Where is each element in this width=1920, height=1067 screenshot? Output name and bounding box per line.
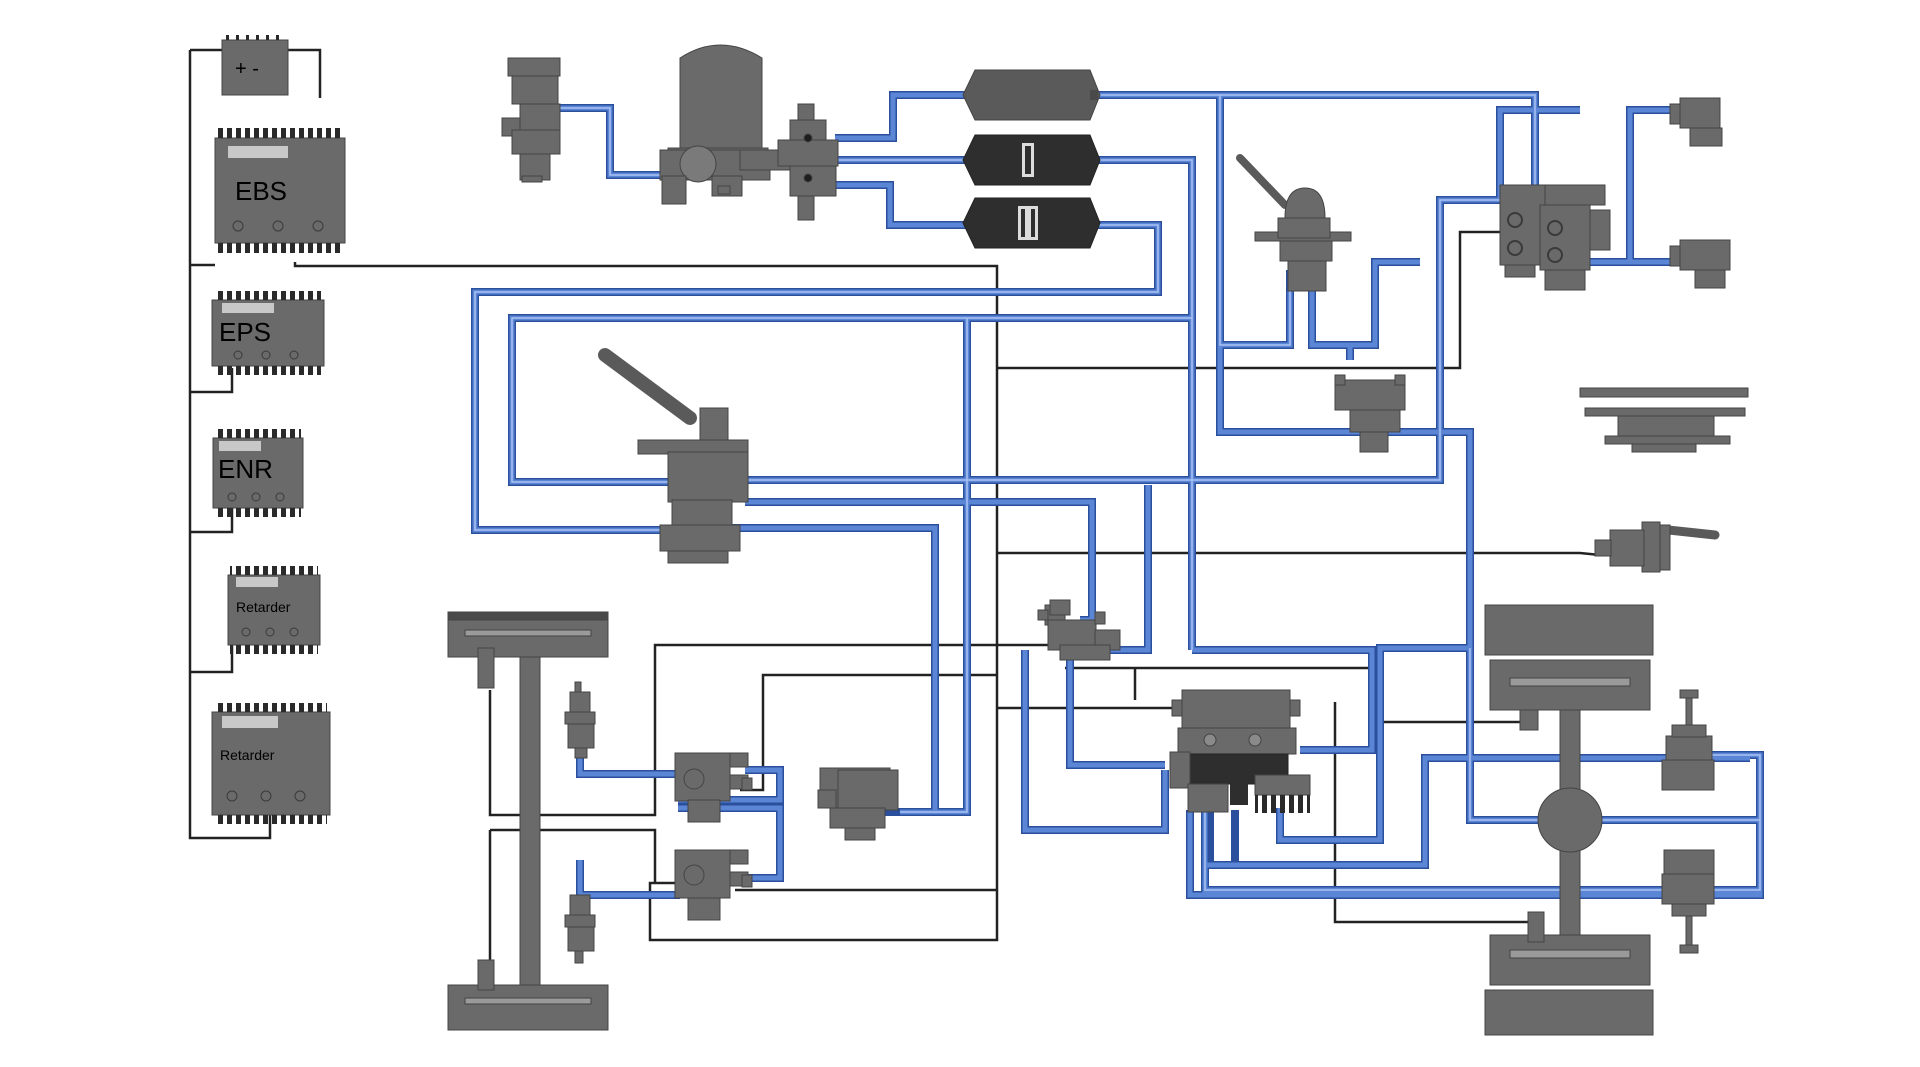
ecu-enr[interactable]: ENR: [212, 429, 304, 517]
ecu-retarder-2[interactable]: Retarder: [211, 703, 331, 824]
battery-label: + -: [235, 58, 259, 80]
trailer-control-module-icon[interactable]: [1499, 184, 1611, 291]
ecu-eps-label: EPS: [219, 317, 271, 347]
pressure-control-valve-front-icon[interactable]: [1037, 599, 1121, 661]
trailer-coupling-head-supply-icon[interactable]: [1669, 239, 1731, 289]
hand-brake-valve-icon[interactable]: [1236, 154, 1352, 292]
ecu-retarder-2-label: Retarder: [220, 747, 275, 763]
ecu-retarder-1-label: Retarder: [236, 599, 291, 615]
air-tank-circuit-1-icon[interactable]: [962, 134, 1101, 186]
rear-brake-chamber-upper-icon[interactable]: [1661, 689, 1715, 791]
front-axle-modulator-icon[interactable]: [817, 767, 899, 841]
battery: + -: [221, 35, 289, 96]
ecu-ebs-label: EBS: [235, 176, 287, 206]
trailer-coupling-head-service-icon[interactable]: [1669, 97, 1723, 147]
front-brake-chamber-left-lower-icon[interactable]: [564, 894, 596, 964]
axle-modulator-icon[interactable]: [1169, 751, 1311, 813]
abs-valve-left-lower-icon[interactable]: [674, 849, 753, 921]
ecu-eps[interactable]: EPS: [211, 291, 325, 375]
ecu-ebs[interactable]: EBS: [214, 128, 346, 253]
front-axle-icon: [447, 611, 609, 1031]
trailer-control-module-center-icon[interactable]: [1171, 689, 1301, 755]
air-tank-icon[interactable]: [962, 69, 1101, 121]
foot-brake-valve-icon[interactable]: [598, 348, 749, 564]
relay-valve-icon[interactable]: [1334, 374, 1406, 453]
protection-valve-icon[interactable]: [777, 103, 839, 221]
abs-valve-left-upper-icon[interactable]: [674, 752, 753, 823]
rear-axle-icon: [1484, 604, 1654, 1036]
rear-brake-chamber-lower-icon[interactable]: [1661, 849, 1715, 954]
trailer-hand-control-icon[interactable]: [1594, 521, 1720, 573]
air-dryer-icon[interactable]: [659, 44, 791, 205]
front-brake-chamber-left-upper-icon[interactable]: [564, 681, 596, 759]
ecu-retarder-1[interactable]: Retarder: [227, 566, 321, 654]
ecu-enr-label: ENR: [218, 454, 273, 484]
air-tank-circuit-2-icon[interactable]: [962, 197, 1101, 249]
electrical-wiring: [188, 48, 1601, 990]
fifth-wheel-icon: [1579, 387, 1749, 453]
compressor-icon[interactable]: [501, 57, 561, 183]
